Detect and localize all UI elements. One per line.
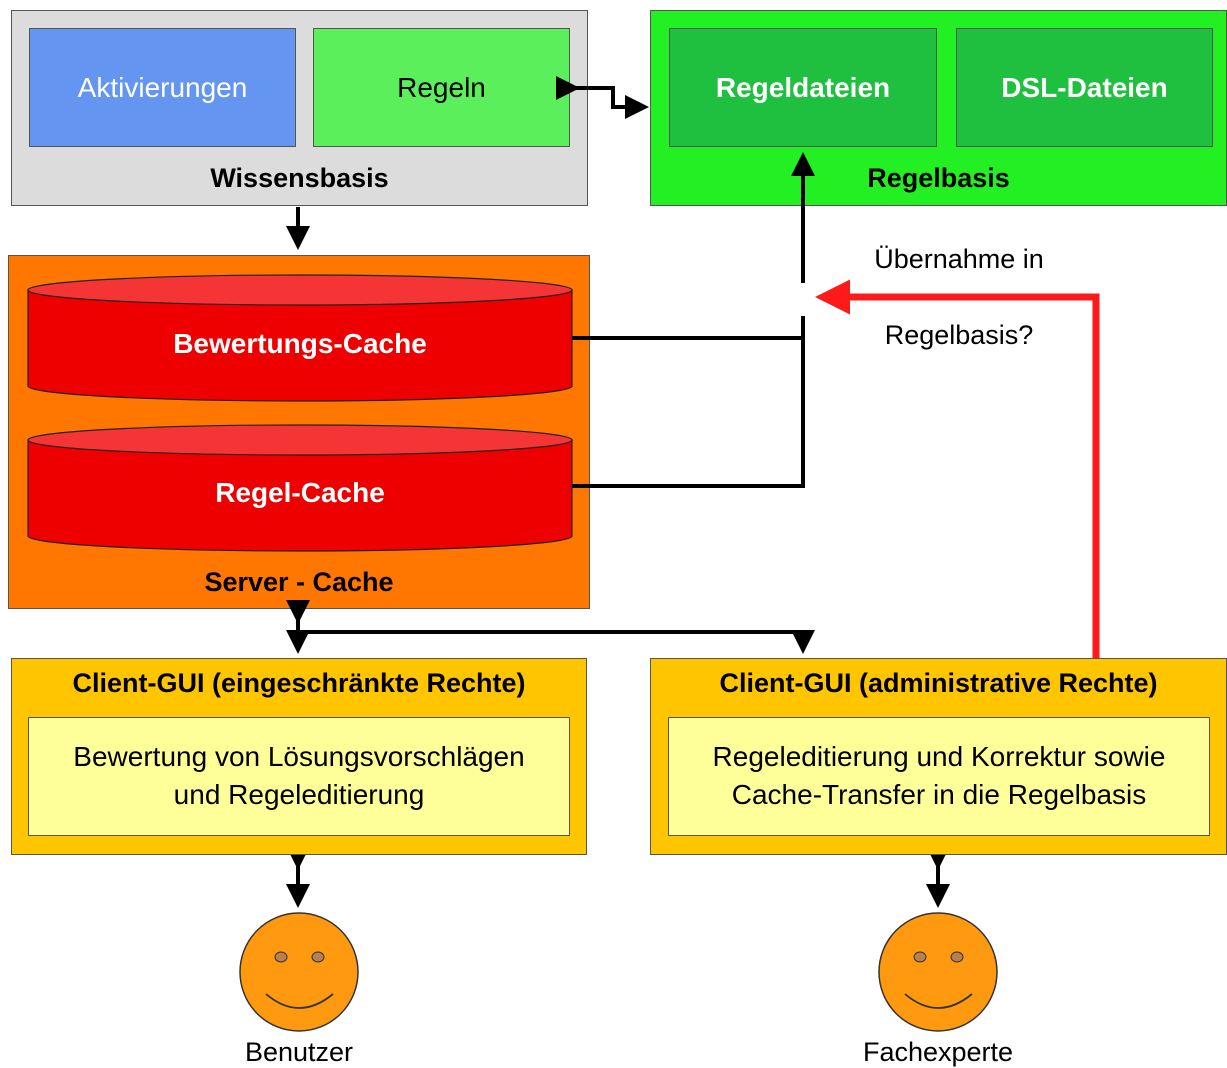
aktivierungen-label: Aktivierungen: [77, 71, 248, 103]
regeldateien-label: Regeldateien: [715, 71, 891, 103]
server-cache-title: Server - Cache: [204, 567, 394, 597]
bewertungs-cache-label: Bewertungs-Cache: [173, 328, 427, 359]
regeln-label: Regeln: [397, 71, 486, 103]
dsl-dateien-box: DSL-Dateien: [956, 28, 1213, 147]
regelbasis-title: Regelbasis: [867, 163, 1010, 193]
regeldateien-box: Regeldateien: [669, 28, 937, 147]
client-restricted-desc-line1: Bewertung von Lösungsvorschlägen: [73, 741, 525, 772]
client-restricted-desc-box: [28, 717, 570, 836]
user-smiley-icon: [239, 912, 359, 1032]
user-label: Benutzer: [244, 1037, 354, 1067]
client-admin-desc-line1: Regeleditierung und Korrektur sowie: [712, 741, 1166, 772]
client-admin-desc-box: [668, 717, 1210, 836]
expert-smiley-icon: [878, 912, 998, 1032]
regel-cache-label: Regel-Cache: [215, 477, 385, 508]
aktivierungen-box: Aktivierungen: [29, 28, 296, 147]
regeln-box: Regeln: [313, 28, 570, 147]
client-restricted-title: Client-GUI (eingeschränkte Rechte): [72, 668, 526, 698]
client-restricted-desc-line2: und Regeleditierung: [173, 779, 425, 810]
expert-label: Fachexperte: [862, 1037, 1014, 1067]
client-admin-desc-line2: Cache-Transfer in die Regelbasis: [731, 779, 1147, 810]
connector-regel-cache: [572, 316, 805, 488]
transfer-question-line2: Regelbasis?: [884, 320, 1034, 350]
dsl-dateien-label: DSL-Dateien: [1001, 71, 1168, 103]
server-cache-box: [8, 255, 590, 609]
client-admin-title: Client-GUI (administrative Rechte): [719, 668, 1158, 698]
arrow-cache-client-admin: [298, 630, 815, 654]
red-transfer-arrow: [815, 279, 1100, 658]
wissensbasis-title: Wissensbasis: [210, 163, 389, 193]
transfer-question-line1: Übernahme in: [874, 244, 1044, 274]
